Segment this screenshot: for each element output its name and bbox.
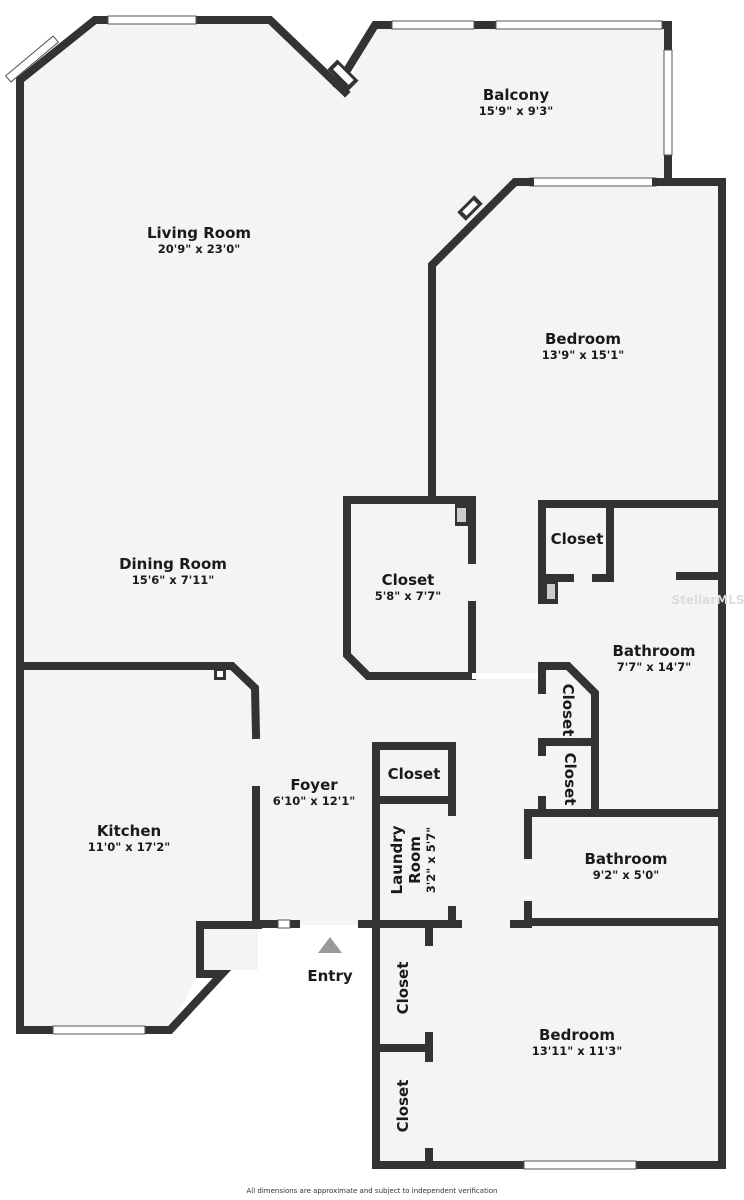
room-label-bedroom-2-closet-2: Closet — [394, 1080, 412, 1133]
room-name-line1: Laundry — [388, 825, 406, 895]
room-name: Closet — [559, 683, 577, 737]
fireplace-icon — [327, 59, 359, 91]
room-name: Closet — [550, 530, 604, 548]
bedroom-2-closets-walls — [372, 920, 433, 1169]
room-dimensions: 15'6" x 7'11" — [131, 573, 215, 587]
room-name: Kitchen — [96, 822, 162, 840]
room-name: Bathroom — [612, 642, 696, 660]
room-label-living-room: Living Room 20'9" x 23'0" — [147, 224, 251, 256]
room-name: Balcony — [482, 86, 550, 104]
room-label-master-closet: Closet — [551, 530, 604, 548]
kitchen-walls — [16, 662, 261, 929]
room-dimensions: 7'7" x 14'7" — [616, 660, 692, 674]
room-dimensions: 3'2" x 5'7" — [424, 826, 438, 894]
room-name: Dining Room — [119, 555, 227, 573]
room-name: Living Room — [146, 224, 252, 242]
master-bath-walls — [538, 500, 726, 604]
room-name: Bathroom — [584, 850, 668, 868]
corridor-walls — [252, 919, 532, 929]
room-name: Closet — [561, 752, 579, 806]
master-bedroom-walls — [428, 178, 726, 504]
room-label-balcony: Balcony 15'9" x 9'3" — [479, 86, 553, 118]
room-dimensions: 15'9" x 9'3" — [478, 104, 554, 118]
room-name: Closet — [394, 961, 412, 1015]
room-label-bedroom-2-closet-1: Closet — [394, 962, 412, 1015]
room-name: Closet — [381, 571, 435, 589]
room-dimensions: 5'8" x 7'7" — [374, 589, 442, 603]
room-name-line2: Room — [406, 836, 424, 884]
room-dimensions: 13'9" x 15'1" — [541, 348, 625, 362]
room-label-foyer: Foyer 6'10" x 12'1" — [273, 776, 355, 808]
footer-disclaimer: All dimensions are approximate and subje… — [246, 1187, 498, 1195]
room-label-master-bathroom: Bathroom 7'7" x 14'7" — [612, 642, 695, 674]
room-label-walk-in-closet: Closet 5'8" x 7'7" — [375, 571, 441, 603]
foyer-closet-laundry-walls — [372, 742, 456, 926]
room-dimensions: 20'9" x 23'0" — [157, 242, 241, 256]
room-label-bathroom-2: Bathroom 9'2" x 5'0" — [584, 850, 667, 882]
room-name: Closet — [394, 1079, 412, 1133]
room-dimensions: 9'2" x 5'0" — [592, 868, 660, 882]
hall-closets-walls — [538, 662, 599, 814]
watermark: StellarMLS — [671, 593, 744, 607]
room-dimensions: 13'11" x 11'3" — [531, 1044, 623, 1058]
room-label-hall-closet-1: Closet — [559, 684, 577, 737]
room-name: Foyer — [290, 776, 338, 794]
room-label-kitchen: Kitchen 11'0" x 17'2" — [88, 822, 170, 854]
room-dimensions: 11'0" x 17'2" — [87, 840, 171, 854]
floor-fill — [20, 20, 722, 1165]
room-label-bedroom-2: Bedroom 13'11" x 11'3" — [532, 1026, 622, 1058]
room-name: Closet — [387, 765, 441, 783]
room-dimensions: 6'10" x 12'1" — [272, 794, 356, 808]
room-label-hall-closet-2: Closet — [561, 753, 579, 806]
room-label-foyer-closet: Closet — [388, 765, 441, 783]
entry-label: Entry — [307, 967, 353, 985]
room-name: Bedroom — [545, 330, 621, 348]
room-name: Bedroom — [539, 1026, 615, 1044]
entry-arrow-icon — [318, 937, 342, 953]
room-label-master-bedroom: Bedroom 13'9" x 15'1" — [542, 330, 624, 362]
walk-in-closet-walls — [343, 496, 542, 680]
room-label-dining-room: Dining Room 15'6" x 7'11" — [119, 555, 227, 587]
room-label-laundry-room: Laundry Room 3'2" x 5'7" — [388, 826, 438, 895]
